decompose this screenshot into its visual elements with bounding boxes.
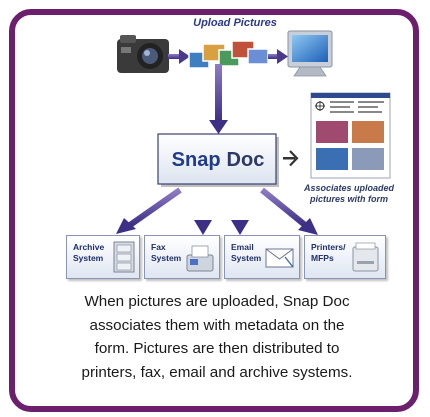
arrow-photos-to-monitor — [268, 49, 288, 64]
destination-fax-system: Fax System — [144, 235, 220, 279]
destination-label: Archive System — [73, 242, 105, 263]
destination-label: Printers/ MFPs — [311, 242, 346, 263]
destination-email-system: Email System — [224, 235, 300, 279]
destination-printers-mfps: Printers/ MFPs — [304, 235, 386, 279]
caption: When pictures are uploaded, Snap Doc ass… — [22, 290, 412, 384]
photo-strip-icon — [188, 40, 269, 69]
snapdoc-word-doc: Doc — [226, 148, 265, 171]
caption-line: printers, fax, email and archive systems… — [81, 363, 353, 381]
snapdoc-hub — [157, 133, 279, 187]
caption-line: form. Pictures are then distributed to — [94, 340, 340, 357]
caption-line: associates them with metadata on the — [89, 316, 345, 334]
diagram-frame — [9, 9, 419, 412]
arrow-photos-to-snapdoc — [209, 64, 228, 134]
fax-machine-icon — [186, 245, 214, 272]
camera-icon — [117, 35, 169, 73]
arrow-snapdoc-to-form — [283, 150, 299, 167]
destination-label: Email System — [231, 242, 262, 263]
destination-label: Fax System — [151, 242, 182, 263]
arrow-camera-to-photos — [168, 49, 190, 64]
snapdoc-label: Snap Doc — [159, 135, 277, 185]
printer-icon — [352, 242, 379, 272]
arrow-to-archive — [116, 187, 182, 234]
destination-archive-system: Archive System — [66, 235, 140, 279]
monitor-icon — [287, 30, 333, 77]
form-annotation: Associates uploaded pictures with form — [303, 183, 395, 204]
caption-line: When pictures are uploaded, Snap Doc — [84, 293, 350, 310]
arrow-to-fax — [194, 190, 212, 235]
form-document-icon — [310, 92, 391, 179]
snapdoc-word-snap: Snap — [171, 148, 221, 171]
diagram-title: Upload Pictures — [193, 17, 277, 29]
envelope-icon — [265, 248, 294, 268]
arrow-to-email — [231, 190, 249, 235]
arrow-to-printers — [260, 187, 318, 235]
archive-cabinet-icon — [113, 241, 135, 273]
